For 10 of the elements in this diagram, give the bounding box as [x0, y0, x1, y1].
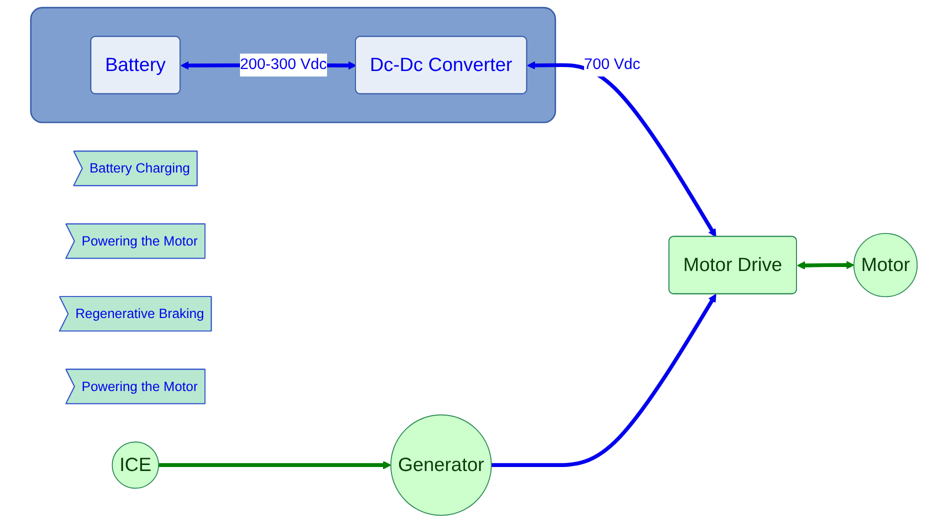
edge-label: 700 Vdc	[584, 56, 640, 73]
cluster	[30, 6, 556, 124]
arrow	[158, 460, 392, 470]
node-circle: Generator	[390, 414, 492, 516]
arrow	[796, 260, 854, 270]
edge-label: 200-300 Vdc	[240, 56, 327, 73]
arrow	[491, 294, 716, 467]
arrow	[527, 61, 716, 238]
node-circle: Motor	[853, 232, 918, 298]
node-circle: ICE	[112, 442, 160, 489]
